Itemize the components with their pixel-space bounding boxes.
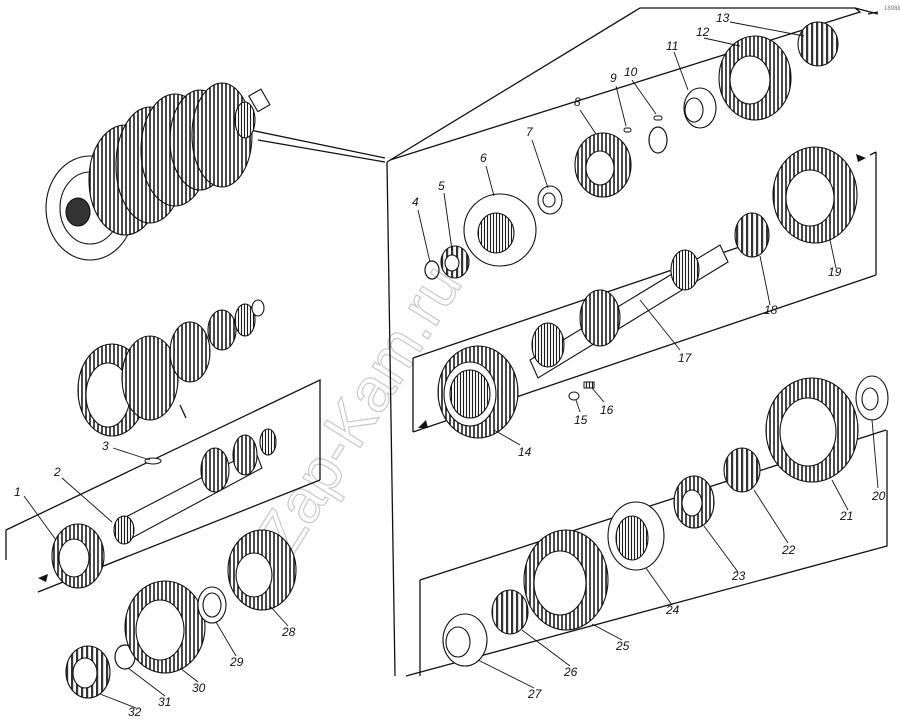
gear-21 (765, 377, 859, 483)
leader-top-2 (257, 139, 386, 163)
arrow-right-frame (856, 154, 866, 162)
gear-8 (574, 132, 632, 198)
label-32: 32 (128, 705, 142, 719)
label-20: 20 (871, 489, 886, 503)
bearing-5 (440, 245, 470, 279)
label-10: 10 (624, 65, 638, 79)
label-23: 23 (731, 569, 746, 583)
bearing-26 (491, 589, 529, 635)
gear-25 (523, 529, 609, 631)
label-19: 19 (828, 265, 842, 279)
bushing-29 (197, 586, 227, 624)
gear-23 (673, 475, 715, 529)
arrow-markers (38, 154, 866, 582)
primary-shaft (113, 428, 277, 545)
corner-code: 18988 (884, 6, 900, 12)
arrow-left-frame (38, 574, 48, 582)
bearing-22 (723, 447, 761, 493)
label-18: 18 (764, 303, 778, 317)
gear-28 (227, 529, 297, 611)
label-29: 29 (229, 655, 244, 669)
countershaft-assembly (77, 299, 265, 437)
ring-4 (424, 260, 440, 280)
watermark: Zap-Kam.ru (243, 253, 476, 568)
frame-right-1 (869, 151, 877, 156)
label-24: 24 (665, 603, 680, 617)
leader-lines (23, 21, 879, 709)
synchronizer-6 (463, 193, 537, 267)
label-16: 16 (600, 403, 614, 417)
gear-1 (51, 523, 105, 589)
label-14: 14 (518, 445, 532, 459)
label-31: 31 (158, 695, 171, 709)
bushing-11 (683, 87, 717, 129)
label-17: 17 (678, 351, 693, 365)
gear-19 (772, 146, 858, 244)
label-4: 4 (412, 195, 419, 209)
label-26: 26 (563, 665, 578, 679)
bottom-panel-frame (405, 430, 888, 677)
pin-9 (623, 127, 632, 133)
label-3: 3 (102, 439, 109, 453)
gear-30 (124, 580, 206, 674)
label-28: 28 (281, 625, 296, 639)
label-2: 2 (53, 465, 61, 479)
label-5: 5 (438, 179, 445, 193)
bearing-18 (734, 212, 770, 258)
label-25: 25 (615, 639, 630, 653)
label-12: 12 (696, 25, 710, 39)
label-7: 7 (526, 125, 534, 139)
label-6: 6 (480, 151, 487, 165)
label-9: 9 (610, 71, 617, 85)
left-frame-conn (179, 404, 187, 419)
ball-15 (568, 391, 580, 401)
divider-vertical (386, 161, 396, 677)
label-30: 30 (192, 681, 206, 695)
label-27: 27 (527, 687, 543, 701)
top-panel-right-line (854, 7, 879, 15)
gear-12 (718, 35, 792, 121)
pin-10 (653, 115, 663, 121)
label-8: 8 (574, 95, 581, 109)
plate-7 (537, 185, 563, 215)
frame-lines (5, 7, 888, 677)
assembled-gear-cluster (45, 82, 271, 261)
plate-20 (855, 375, 889, 421)
ring-24 (607, 501, 665, 571)
bushing-27 (442, 613, 488, 667)
left-frame (5, 378, 321, 531)
watermark-text: Zap-Kam.ru (243, 253, 475, 567)
leader-top-1 (249, 129, 386, 159)
label-21: 21 (839, 509, 853, 523)
label-22: 22 (781, 543, 796, 557)
synchronizer-14 (437, 345, 519, 439)
ring-10 (648, 126, 668, 154)
part-labels: 1 2 3 4 5 6 7 8 9 10 11 12 13 14 15 16 1… (14, 11, 886, 719)
arrow-mid-frame (418, 420, 428, 428)
spring-16 (583, 381, 595, 389)
bearing-13 (797, 21, 839, 67)
label-15: 15 (574, 413, 588, 427)
main-shaft-17 (529, 244, 729, 379)
bearing-32 (65, 645, 111, 699)
label-1: 1 (14, 485, 21, 499)
label-11: 11 (666, 39, 678, 53)
label-13: 13 (716, 11, 730, 25)
